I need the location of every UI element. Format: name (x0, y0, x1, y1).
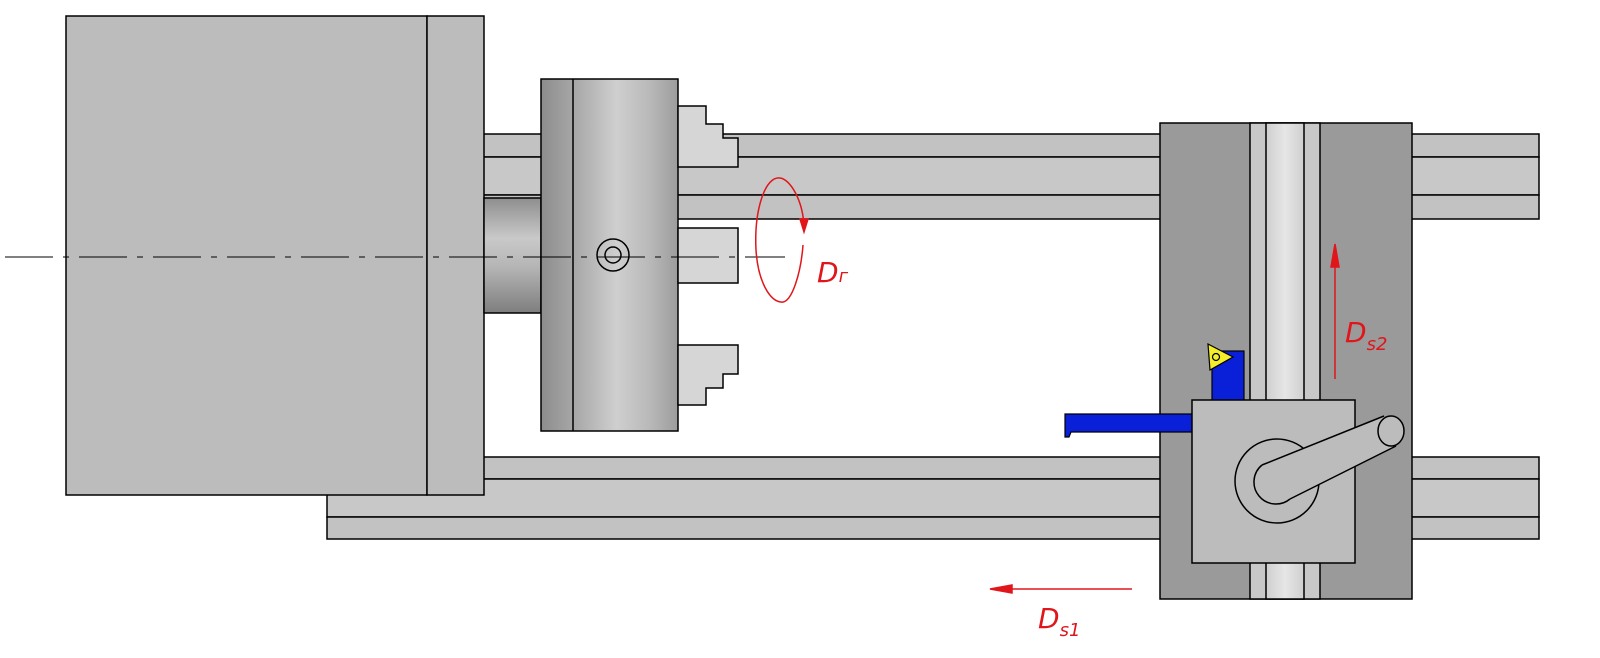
horizontal-feed-label: Ds1 (1038, 602, 1080, 641)
spindle (483, 197, 542, 314)
vertical-feed-arrow (1330, 243, 1340, 379)
chuck-jaw-middle (677, 227, 739, 284)
chuck-jaw-lower (677, 344, 739, 406)
cutting-insert (1207, 342, 1235, 371)
main-rotation-label: Dг (817, 256, 849, 289)
handwheel (1234, 415, 1405, 524)
chuck (540, 78, 679, 432)
chuck-jaw-upper (677, 105, 739, 168)
vertical-feed-label: Ds2 (1345, 316, 1387, 355)
rotation-arrow (755, 177, 810, 303)
headstock (65, 15, 485, 496)
horizontal-feed-arrow (989, 584, 1132, 594)
chuck-key-hole (596, 238, 630, 272)
